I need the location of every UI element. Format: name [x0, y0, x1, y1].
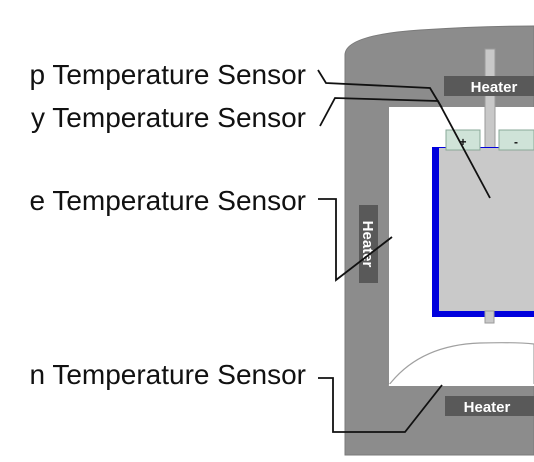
bottom-heater [445, 396, 534, 416]
top-sensor-label: p Temperature Sensor [29, 59, 306, 90]
side-sensor-label: e Temperature Sensor [29, 185, 306, 216]
bottom-sensor-label: n Temperature Sensor [29, 359, 306, 390]
side-heater-label: Heater [359, 221, 376, 268]
leader-line-top-sensor [317, 69, 443, 109]
top-heater [444, 76, 534, 96]
battery-sensor-label: y Temperature Sensor [31, 102, 306, 133]
leader-line-bottom-sensor [318, 377, 443, 433]
negative-terminal-label: - [514, 135, 518, 149]
leader-line-side-sensor [318, 198, 393, 282]
bottom-heater-label: Heater [464, 399, 511, 416]
positive-terminal-label: + [459, 135, 466, 149]
sensor-post [484, 48, 496, 150]
side-heater [359, 205, 378, 283]
leader-line-battery-sensor [319, 97, 491, 199]
bottom-platform [387, 342, 534, 386]
battery-cell [439, 148, 534, 311]
negative-terminal [498, 129, 534, 151]
positive-terminal [445, 129, 481, 151]
top-heater-label: Heater [471, 79, 518, 96]
cell-support [484, 310, 495, 324]
